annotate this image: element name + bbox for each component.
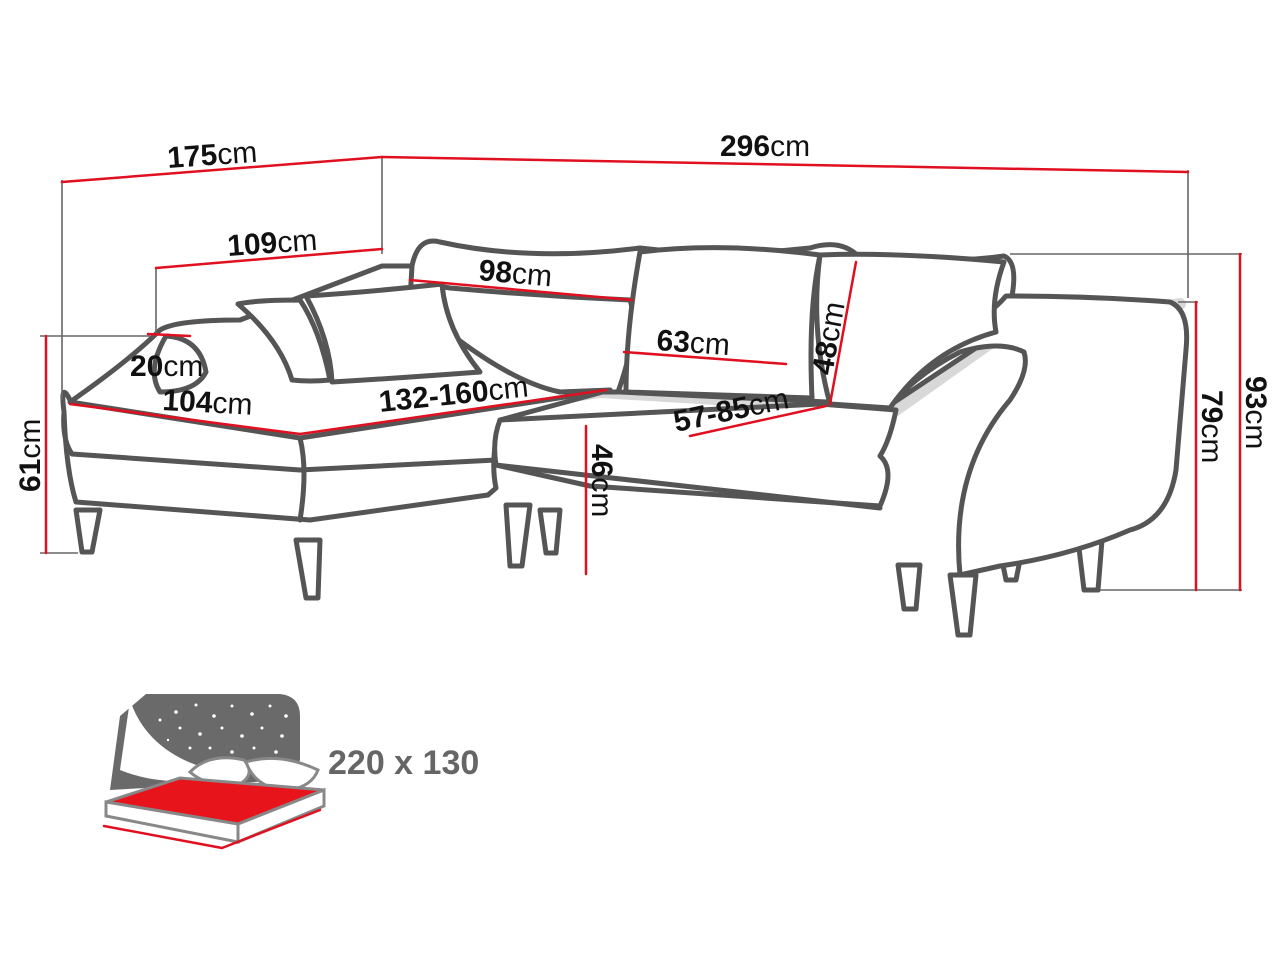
dim-chaise-width: 104cm xyxy=(162,384,254,422)
dim-seat-width: 63cm xyxy=(656,324,731,362)
dim-chaise-inner-depth: 109cm xyxy=(226,224,318,263)
sofa-legs xyxy=(73,502,1105,638)
sleeping-area-label: 220 x 130 xyxy=(328,744,479,782)
dim-backrest-height: 48cm xyxy=(806,299,851,377)
main-seat xyxy=(492,401,899,509)
dim-total-width: 296cm xyxy=(720,130,810,163)
dim-arm-height: 79cm xyxy=(1195,390,1228,463)
sofa-drawing xyxy=(60,238,1190,638)
sleeping-area-icon: 220 x 130 xyxy=(102,694,479,850)
dim-seat-height: 46cm xyxy=(585,444,618,517)
dimension-lines xyxy=(40,155,1242,592)
dim-back-cushion-width: 98cm xyxy=(477,254,553,293)
dim-total-height: 93cm xyxy=(1239,376,1272,449)
back-cushion-right xyxy=(814,251,1007,411)
chaise-arm-roll xyxy=(151,333,209,395)
stars-icon xyxy=(158,703,288,754)
dim-chaise-depth: 175cm xyxy=(166,136,258,175)
back-cushion-middle xyxy=(623,245,823,401)
dim-chaise-height: 61cm xyxy=(14,419,47,492)
dim-arm-width: 20cm xyxy=(130,350,203,383)
chaise-pillow-2 xyxy=(303,281,483,385)
